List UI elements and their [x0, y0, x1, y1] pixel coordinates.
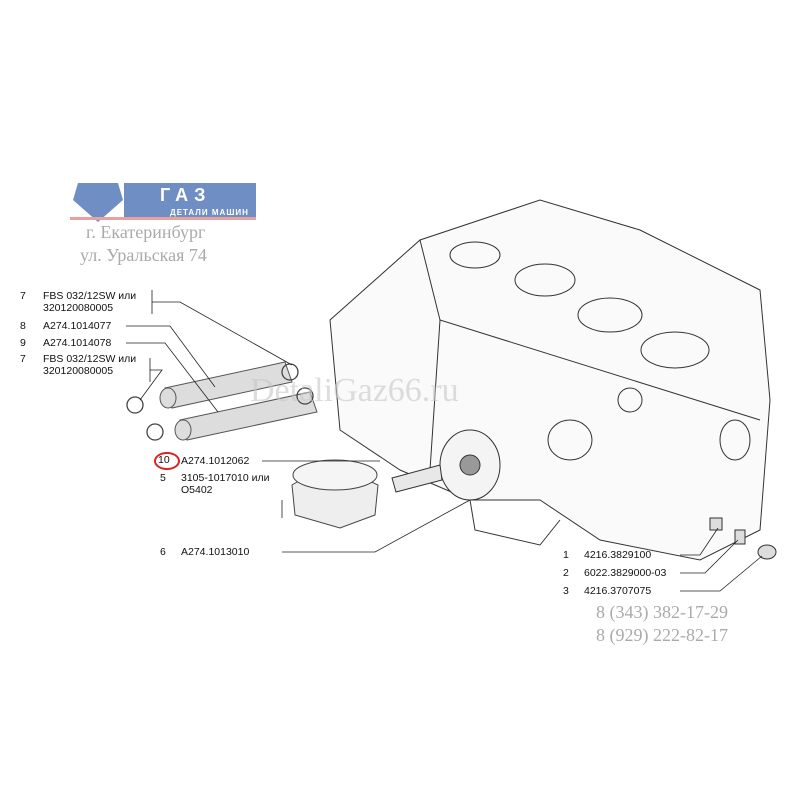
part-number: 5 — [160, 472, 166, 484]
part-number: 7 — [20, 290, 26, 302]
logo-subtitle: ДЕТАЛИ МАШИН — [170, 208, 249, 217]
address-text: ул. Уральская 74 — [80, 245, 207, 265]
highlight-circle — [154, 452, 180, 470]
part-number: 1 — [563, 549, 569, 561]
city-text: г. Екатеринбург — [86, 222, 206, 242]
part-label: A274.1014077 — [43, 320, 112, 332]
phone-2: 8 (929) 222-82-17 — [596, 625, 728, 645]
part-number: 7 — [20, 353, 26, 365]
part-number: 9 — [20, 337, 26, 349]
phone-1: 8 (343) 382-17-29 — [596, 602, 728, 622]
part-label: 4216.3707075 — [584, 585, 652, 597]
part-label: A274.1012062 — [181, 455, 250, 467]
part-number: 6 — [160, 546, 166, 558]
watermark: DetaliGaz66.ru — [250, 372, 459, 409]
part-label: A274.1013010 — [181, 546, 250, 558]
part-label: A274.1014078 — [43, 337, 112, 349]
part-number: 2 — [563, 567, 569, 579]
part-label: 4216.3829100 — [584, 549, 652, 561]
part-label: 6022.3829000-03 — [584, 567, 667, 579]
gaz-logo-emblem — [70, 183, 256, 222]
part-number: 3 — [563, 585, 569, 597]
part-number: 10 — [158, 454, 170, 466]
logo-brand: ГАЗ — [160, 185, 212, 205]
part-number: 8 — [20, 320, 26, 332]
